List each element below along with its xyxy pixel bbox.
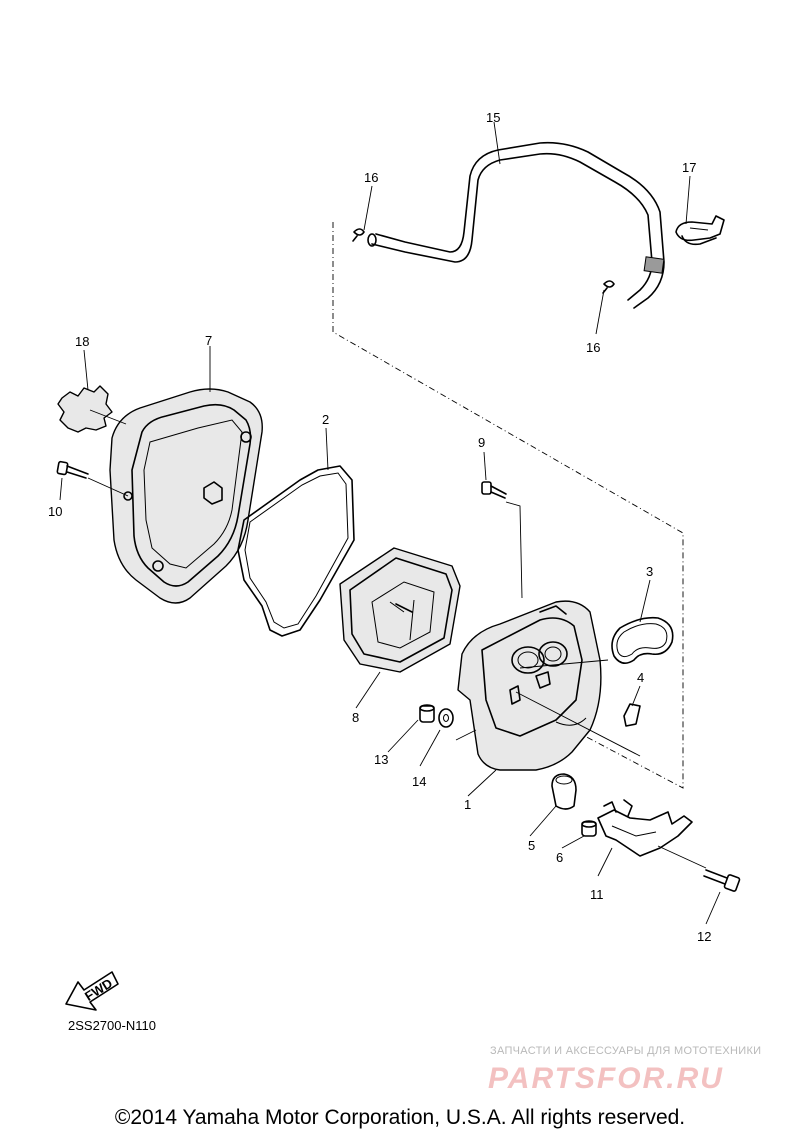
- label-5: 5: [528, 838, 535, 853]
- copyright-notice: ©2014 Yamaha Motor Corporation, U.S.A. A…: [115, 1106, 685, 1129]
- label-7: 7: [205, 333, 212, 348]
- air-cleaner-case: [457, 600, 602, 771]
- screw-9: [481, 481, 507, 499]
- bracket: [597, 799, 693, 857]
- grommet-5: [551, 773, 577, 810]
- bolt-12: [703, 869, 741, 892]
- label-sticker: [57, 385, 113, 433]
- spring-clip: [623, 703, 641, 727]
- washer-14: [438, 708, 454, 728]
- assembly-outline: [332, 222, 684, 789]
- label-18: 18: [75, 334, 89, 349]
- label-12: 12: [697, 929, 711, 944]
- collar-6: [581, 820, 597, 837]
- cover-gasket: [237, 465, 355, 637]
- collar-13: [419, 704, 435, 723]
- label-8: 8: [352, 710, 359, 725]
- label-3: 3: [646, 564, 653, 579]
- label-14: 14: [412, 774, 426, 789]
- air-cleaner-cover: [109, 388, 263, 604]
- label-11: 11: [590, 887, 604, 902]
- label-2: 2: [322, 412, 329, 427]
- label-17: 17: [682, 160, 696, 175]
- breather-hose: [367, 141, 665, 309]
- watermark-brand: PARTSFOR.RU: [488, 1062, 724, 1095]
- screw-10: [56, 460, 89, 479]
- label-10: 10: [48, 504, 62, 519]
- hose-clip-lower: [602, 280, 615, 294]
- part-number-labels: 1 2 3 4 5 6 7 8 9 10 11 12 13 14 15 16 1…: [48, 110, 711, 944]
- watermark: ЗАПЧАСТИ И АКСЕССУАРЫ ДЛЯ МОТОТЕХНИКИ PA…: [488, 1045, 761, 1095]
- label-16-lower: 16: [586, 340, 600, 355]
- hose-clamp: [675, 215, 725, 246]
- drawing-code: 2SS2700-N110: [68, 1018, 156, 1033]
- hose-clip-upper: [352, 228, 365, 242]
- air-filter-element: [339, 547, 461, 673]
- fwd-arrow: FWD: [65, 971, 119, 1011]
- label-9: 9: [478, 435, 485, 450]
- label-16-upper: 16: [364, 170, 378, 185]
- label-13: 13: [374, 752, 388, 767]
- svg-text:FWD: FWD: [82, 975, 115, 1003]
- o-ring: [611, 616, 674, 664]
- label-6: 6: [556, 850, 563, 865]
- label-4: 4: [637, 670, 644, 685]
- label-15: 15: [486, 110, 500, 125]
- label-1: 1: [464, 797, 471, 812]
- leader-lines: [59, 121, 721, 925]
- watermark-tagline: ЗАПЧАСТИ И АКСЕССУАРЫ ДЛЯ МОТОТЕХНИКИ: [490, 1045, 761, 1057]
